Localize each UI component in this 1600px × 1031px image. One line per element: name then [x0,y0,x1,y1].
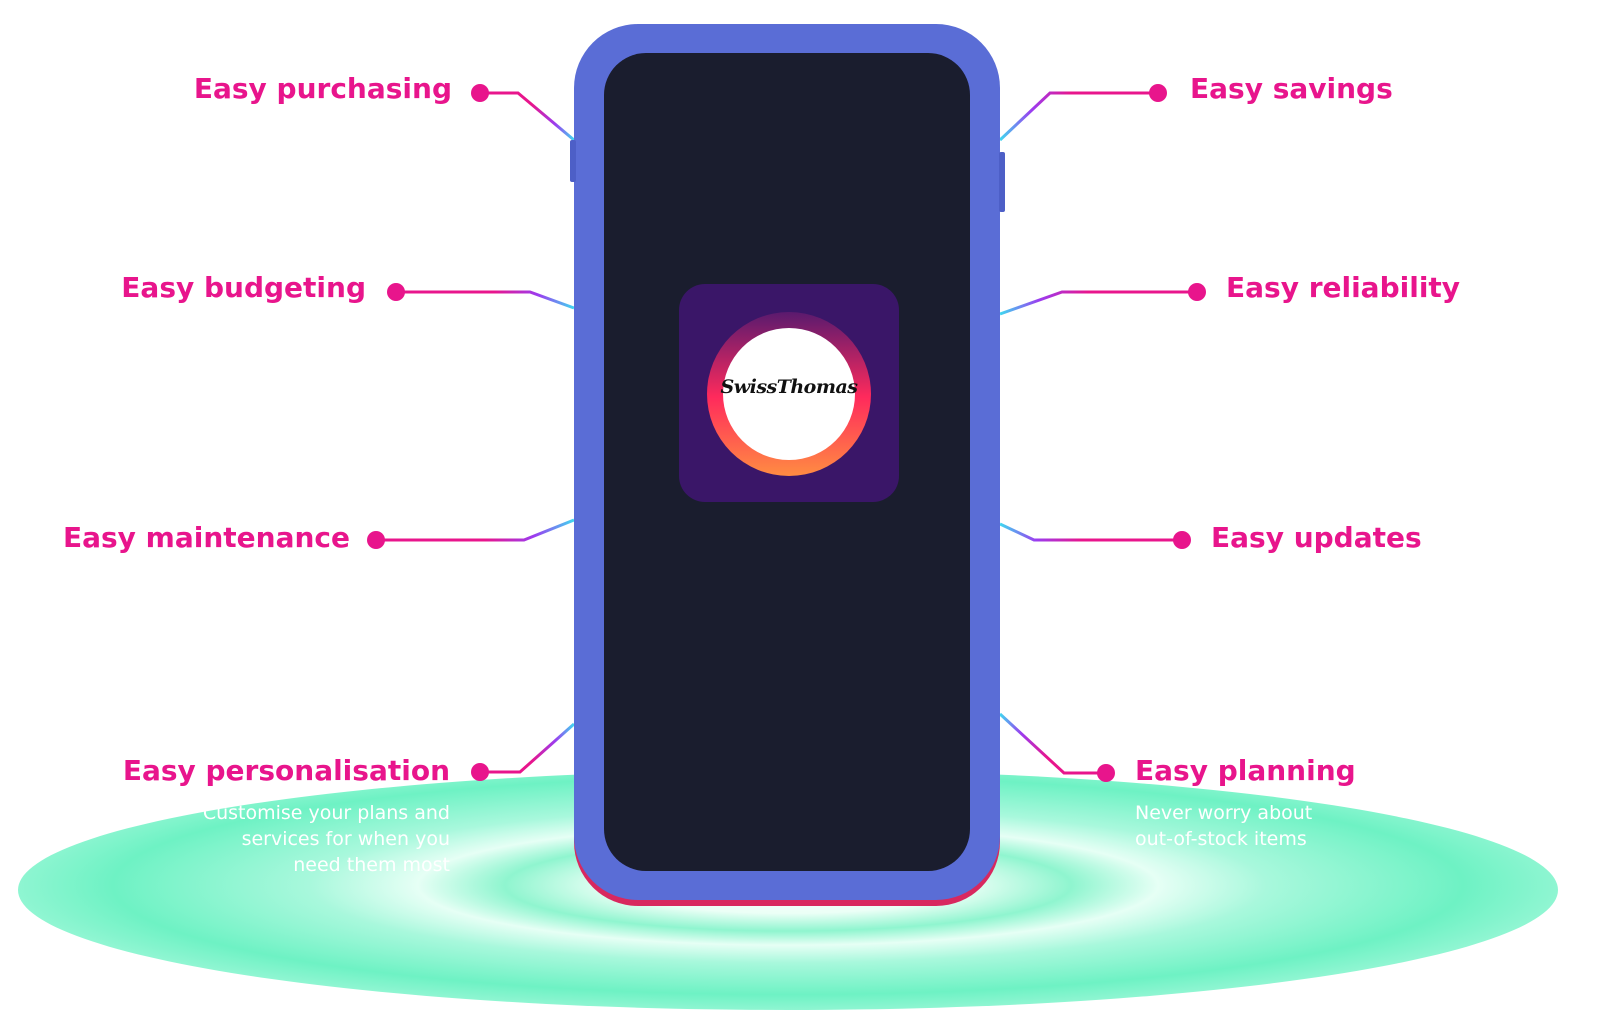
connector-updates [999,522,1182,542]
feature-label-personalisation: Easy personalisation [122,754,450,787]
phone-power-button [999,152,1005,212]
brand-logo-text: SwissThomas [720,376,858,398]
connector-maintenance [376,518,575,542]
connector-planning [998,712,1106,775]
connector-purchasing [480,91,575,142]
connector-personalisation [480,722,575,774]
feature-dot [471,84,489,102]
feature-label-purchasing: Easy purchasing [193,72,452,105]
app-logo-face [723,328,855,460]
feature-dot [1149,84,1167,102]
feature-label-planning: Easy planning [1135,754,1356,787]
feature-description-planning: Never worry about out-of-stock items [1135,802,1313,850]
connector-budgeting [396,290,575,310]
phone-volume-button [570,140,576,182]
connector-reliability [999,290,1197,316]
feature-label-updates: Easy updates [1211,521,1422,554]
feature-label-reliability: Easy reliability [1226,271,1461,304]
feature-label-budgeting: Easy budgeting [121,271,366,304]
feature-label-savings: Easy savings [1190,72,1393,105]
feature-label-maintenance: Easy maintenance [62,521,350,554]
feature-dot [1097,764,1115,782]
feature-dot [1173,531,1191,549]
feature-description-personalisation: Customise your plans and services for wh… [202,802,450,876]
feature-dot [471,763,489,781]
feature-dot [367,531,385,549]
connector-savings [998,91,1158,142]
feature-dot [387,283,405,301]
feature-dot [1188,283,1206,301]
